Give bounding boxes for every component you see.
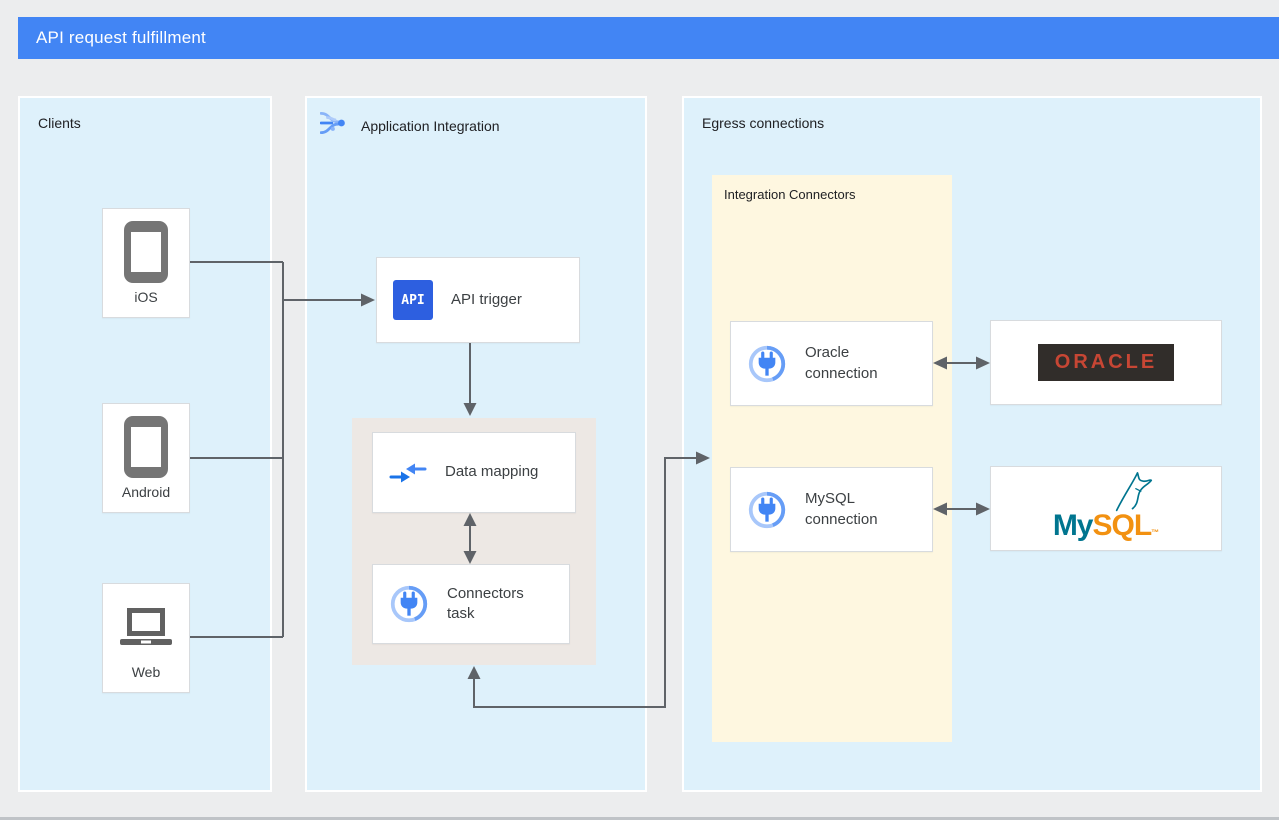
diagram-title: API request fulfillment xyxy=(36,28,206,47)
smartphone-icon xyxy=(124,404,168,484)
title-banner: API request fulfillment xyxy=(18,17,1279,59)
mysql-logo: MySQL™ xyxy=(1031,471,1181,545)
laptop-icon xyxy=(118,584,174,664)
mysql-logo-tm: ™ xyxy=(1151,527,1160,537)
oracle-target-card: ORACLE xyxy=(990,320,1222,405)
client-label: Android xyxy=(121,484,171,500)
mysql-connection-label: MySQL connection xyxy=(805,490,878,528)
api-trigger-label: API trigger xyxy=(451,290,522,308)
smartphone-icon xyxy=(124,209,168,289)
client-card-android: Android xyxy=(102,403,190,513)
client-card-web: Web xyxy=(102,583,190,693)
clients-panel-label: Clients xyxy=(38,115,81,131)
connectors-plug-icon xyxy=(747,344,787,384)
api-trigger-icon: API xyxy=(393,280,433,320)
client-card-ios: iOS xyxy=(102,208,190,318)
data-mapping-icon xyxy=(389,460,427,486)
data-mapping-node: Data mapping xyxy=(372,432,576,513)
egress-panel-label: Egress connections xyxy=(702,115,825,131)
application-integration-icon xyxy=(319,108,350,143)
bottom-edge-strip xyxy=(0,817,1279,820)
mysql-logo-my: My xyxy=(1052,508,1094,542)
mysql-connection-node: MySQL connection xyxy=(730,467,933,552)
data-mapping-label: Data mapping xyxy=(445,463,539,481)
integration-connectors-label: Integration Connectors xyxy=(724,187,856,202)
api-trigger-node: API API trigger xyxy=(376,257,580,343)
connectors-task-label: Connectors task xyxy=(447,584,524,622)
oracle-connection-label: Oracle connection xyxy=(805,344,878,382)
api-icon-text: API xyxy=(401,292,425,308)
client-label: iOS xyxy=(134,289,158,305)
integration-connectors-box: Integration Connectors xyxy=(712,175,952,742)
mysql-logo-text: MySQL™ xyxy=(1031,509,1181,543)
oracle-logo-text: ORACLE xyxy=(1054,351,1158,373)
client-label: Web xyxy=(131,664,161,680)
connectors-plug-icon xyxy=(389,584,429,624)
application-integration-header: Application Integration xyxy=(319,108,500,143)
oracle-logo: ORACLE xyxy=(1038,344,1174,381)
oracle-connection-node: Oracle connection xyxy=(730,321,933,406)
mysql-dolphin-icon xyxy=(1109,467,1161,522)
connectors-plug-icon xyxy=(747,490,787,530)
mysql-logo-sql: SQL xyxy=(1092,508,1153,542)
connectors-task-node: Connectors task xyxy=(372,564,570,644)
mysql-target-card: MySQL™ xyxy=(990,466,1222,551)
application-integration-label: Application Integration xyxy=(361,117,500,134)
